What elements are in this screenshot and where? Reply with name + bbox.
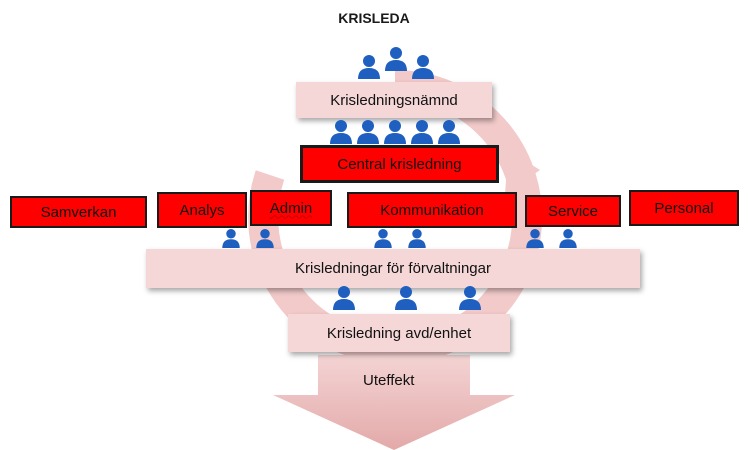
box-krisledningar-forvaltningar-label: Krisledningar för förvaltningar [295, 260, 491, 277]
person-icon [256, 229, 274, 248]
box-krisledning-avd-enhet-label: Krisledning avd/enhet [326, 324, 472, 342]
person-icon [526, 229, 544, 248]
function-service: Service [525, 195, 621, 227]
function-analys-label: Analys [179, 201, 225, 219]
person-icon [384, 120, 406, 144]
person-icon [333, 286, 355, 310]
function-kommunikation-label: Kommunikation [380, 201, 484, 219]
person-icon [395, 286, 417, 310]
box-krisledningar-forvaltningar: Krisledningar för förvaltningar [146, 249, 640, 288]
box-krisledningsnamnd-label: Krisledningsnämnd [330, 91, 458, 109]
person-icon [357, 120, 379, 144]
function-admin-label: Admin [269, 199, 313, 217]
person-icon [374, 229, 392, 248]
person-icon [411, 120, 433, 144]
person-icon [459, 286, 481, 310]
function-samverkan: Samverkan [10, 196, 147, 228]
function-personal-label: Personal [654, 199, 714, 217]
function-admin: Admin [250, 190, 332, 226]
cycle-arrow-head [505, 150, 540, 195]
box-central-krisledning-label: Central krisledning [337, 155, 462, 173]
person-icon [330, 120, 352, 144]
function-analys: Analys [157, 192, 247, 228]
person-icon [222, 229, 240, 248]
diagram-title: KRISLEDA [338, 10, 410, 26]
output-label: Uteffekt [363, 372, 415, 389]
output-arrow [273, 355, 515, 450]
person-icon [412, 55, 434, 79]
function-service-label: Service [547, 202, 599, 220]
box-krisledning-avd-enhet: Krisledning avd/enhet [288, 314, 510, 352]
person-icon [438, 120, 460, 144]
function-personal: Personal [629, 190, 739, 226]
person-icon [358, 55, 380, 79]
person-icon [559, 229, 577, 248]
box-central-krisledning: Central krisledning [300, 145, 499, 183]
person-icon [385, 47, 407, 71]
function-samverkan-label: Samverkan [40, 203, 117, 221]
person-icon [408, 229, 426, 248]
box-krisledningsnamnd: Krisledningsnämnd [296, 82, 492, 118]
function-kommunikation: Kommunikation [347, 192, 517, 228]
